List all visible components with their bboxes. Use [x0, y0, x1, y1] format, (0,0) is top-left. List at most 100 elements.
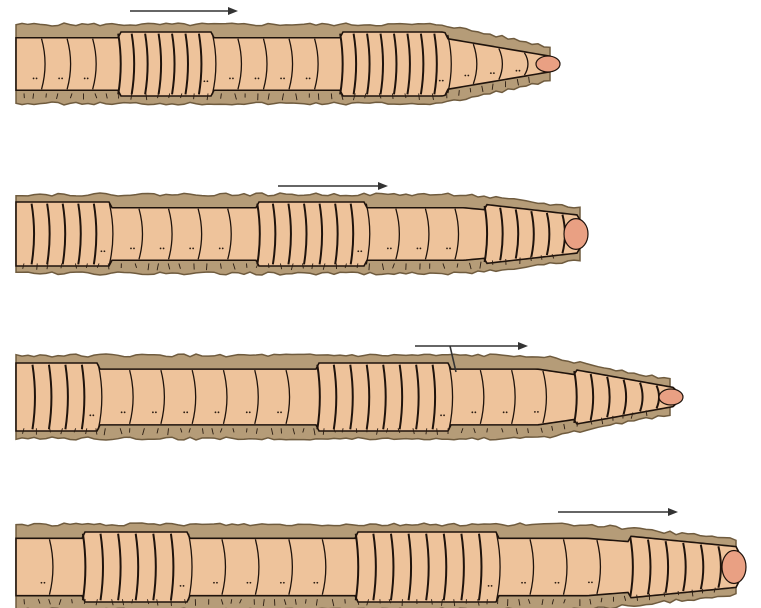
seta-dot	[591, 581, 593, 583]
seta-dot	[516, 70, 518, 72]
worm-body	[16, 363, 679, 431]
seta-dot	[246, 411, 248, 413]
seta-dot	[464, 75, 466, 77]
bristle	[664, 592, 665, 596]
bristle	[356, 428, 357, 433]
seta-dot	[101, 250, 103, 252]
bristle	[306, 599, 307, 603]
seta-dot	[180, 585, 182, 587]
seta-dot	[89, 414, 91, 416]
seta-dot	[491, 585, 493, 587]
seta-dot	[471, 411, 473, 413]
seta-dot	[387, 248, 389, 250]
seta-dot	[439, 80, 441, 82]
seta-dot	[306, 78, 308, 80]
seta-dot	[130, 248, 132, 250]
seta-dot	[41, 582, 43, 584]
seta-dot	[213, 582, 215, 584]
seta-dot	[506, 411, 508, 413]
seta-dot	[280, 78, 282, 80]
seta-dot	[519, 70, 521, 72]
seta-dot	[215, 411, 217, 413]
seta-dot	[390, 248, 392, 250]
worm-panel-4	[16, 508, 746, 608]
worm-head-tip	[659, 389, 683, 405]
worm-body	[16, 202, 584, 266]
seta-dot	[33, 78, 35, 80]
bristle	[194, 93, 195, 99]
worm-panel-3	[16, 342, 683, 440]
seta-dot	[232, 78, 234, 80]
seta-dot	[61, 78, 63, 80]
seta-dot	[440, 414, 442, 416]
bristle	[37, 263, 38, 269]
seta-dot	[283, 78, 285, 80]
seta-dot	[420, 248, 422, 250]
seta-dot	[537, 411, 539, 413]
bristle	[470, 88, 471, 92]
seta-dot	[488, 585, 490, 587]
worm-head-tip	[536, 56, 560, 72]
bristle	[487, 428, 488, 432]
seta-dot	[87, 78, 89, 80]
seta-dot	[44, 582, 46, 584]
seta-dot	[121, 411, 123, 413]
seta-dot	[493, 72, 495, 74]
seta-dot	[588, 581, 590, 583]
seta-dot	[360, 250, 362, 252]
worm-panel-2	[16, 182, 588, 275]
seta-dot	[280, 411, 282, 413]
seta-dot	[163, 248, 165, 250]
seta-dot	[133, 248, 135, 250]
direction-arrow-head	[228, 7, 238, 15]
seta-dot	[216, 582, 218, 584]
seta-dot	[250, 582, 252, 584]
seta-dot	[417, 248, 419, 250]
direction-arrow-head	[518, 342, 528, 350]
worm-head-tip	[722, 551, 746, 584]
seta-dot	[524, 582, 526, 584]
seta-dot	[104, 250, 106, 252]
seta-dot	[229, 78, 231, 80]
seta-dot	[203, 80, 205, 82]
seta-dot	[316, 582, 318, 584]
seta-dot	[183, 585, 185, 587]
seta-dot	[283, 582, 285, 584]
seta-dot	[442, 80, 444, 82]
seta-dot	[446, 248, 448, 250]
bristle	[331, 93, 332, 99]
seta-dot	[280, 582, 282, 584]
seta-dot	[36, 78, 38, 80]
seta-dot	[124, 411, 126, 413]
seta-dot	[357, 250, 359, 252]
direction-arrow-head	[378, 182, 388, 190]
seta-dot	[258, 78, 260, 80]
seta-dot	[192, 248, 194, 250]
seta-dot	[313, 582, 315, 584]
seta-dot	[222, 248, 224, 250]
seta-dot	[58, 78, 60, 80]
seta-dot	[206, 80, 208, 82]
seta-dot	[155, 411, 157, 413]
seta-dot	[490, 72, 492, 74]
seta-dot	[521, 582, 523, 584]
seta-dot	[474, 411, 476, 413]
bristle	[459, 90, 460, 96]
seta-dot	[467, 75, 469, 77]
seta-dot	[186, 411, 188, 413]
seta-dot	[84, 78, 86, 80]
direction-arrow-head	[668, 508, 678, 516]
seta-dot	[277, 411, 279, 413]
seta-dot	[555, 582, 557, 584]
seta-dot	[189, 248, 191, 250]
seta-dot	[152, 411, 154, 413]
seta-dot	[249, 411, 251, 413]
seta-dot	[503, 411, 505, 413]
bristle	[246, 428, 247, 432]
seta-dot	[219, 248, 221, 250]
seta-dot	[443, 414, 445, 416]
seta-dot	[558, 582, 560, 584]
bristle	[72, 599, 73, 603]
seta-dot	[218, 411, 220, 413]
